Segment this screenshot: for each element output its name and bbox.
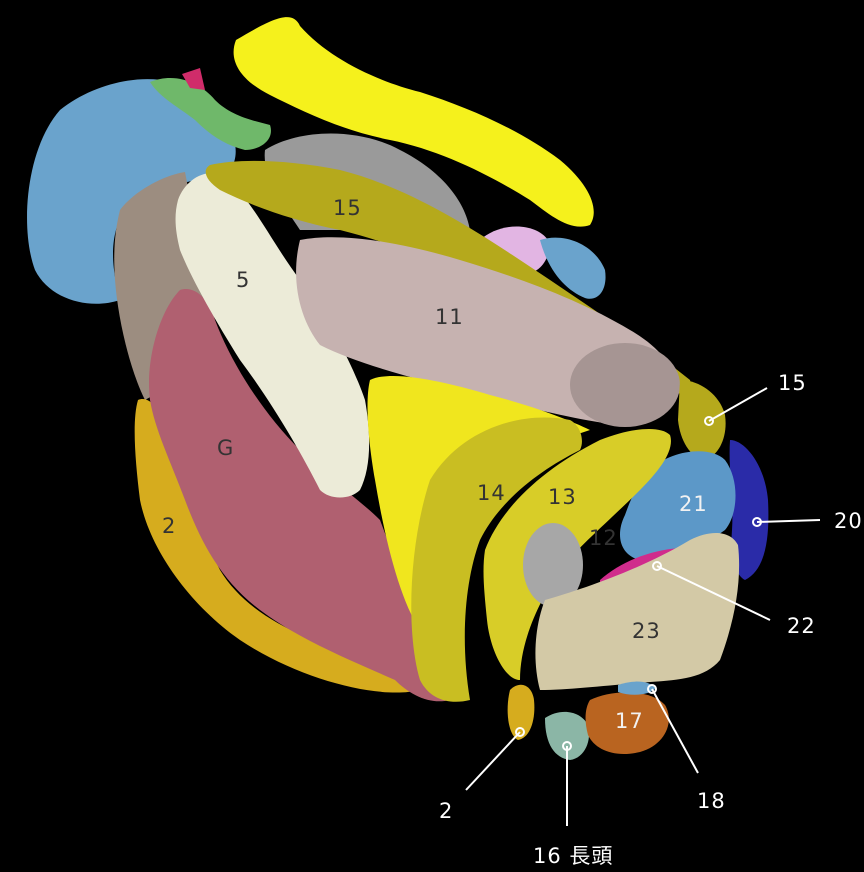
label-23: 23 — [632, 619, 661, 643]
label-2-left: 2 — [162, 514, 176, 538]
muscle-mauve-11-end — [570, 343, 680, 427]
label-20: 20 — [834, 509, 863, 533]
label-13: 13 — [548, 485, 577, 509]
label-16: 16 長頭 — [533, 844, 613, 868]
label-15-right: 15 — [778, 371, 807, 395]
label-5: 5 — [236, 268, 250, 292]
label-18: 18 — [697, 789, 726, 813]
label-15-top: 15 — [333, 196, 362, 220]
label-12: 12 — [589, 526, 618, 550]
label-22: 22 — [787, 614, 816, 638]
label-14: 14 — [477, 481, 506, 505]
label-2-bottom: 2 — [439, 799, 453, 823]
label-g: G — [217, 436, 234, 460]
label-17: 17 — [615, 709, 644, 733]
label-21: 21 — [679, 492, 708, 516]
label-11: 11 — [435, 305, 464, 329]
